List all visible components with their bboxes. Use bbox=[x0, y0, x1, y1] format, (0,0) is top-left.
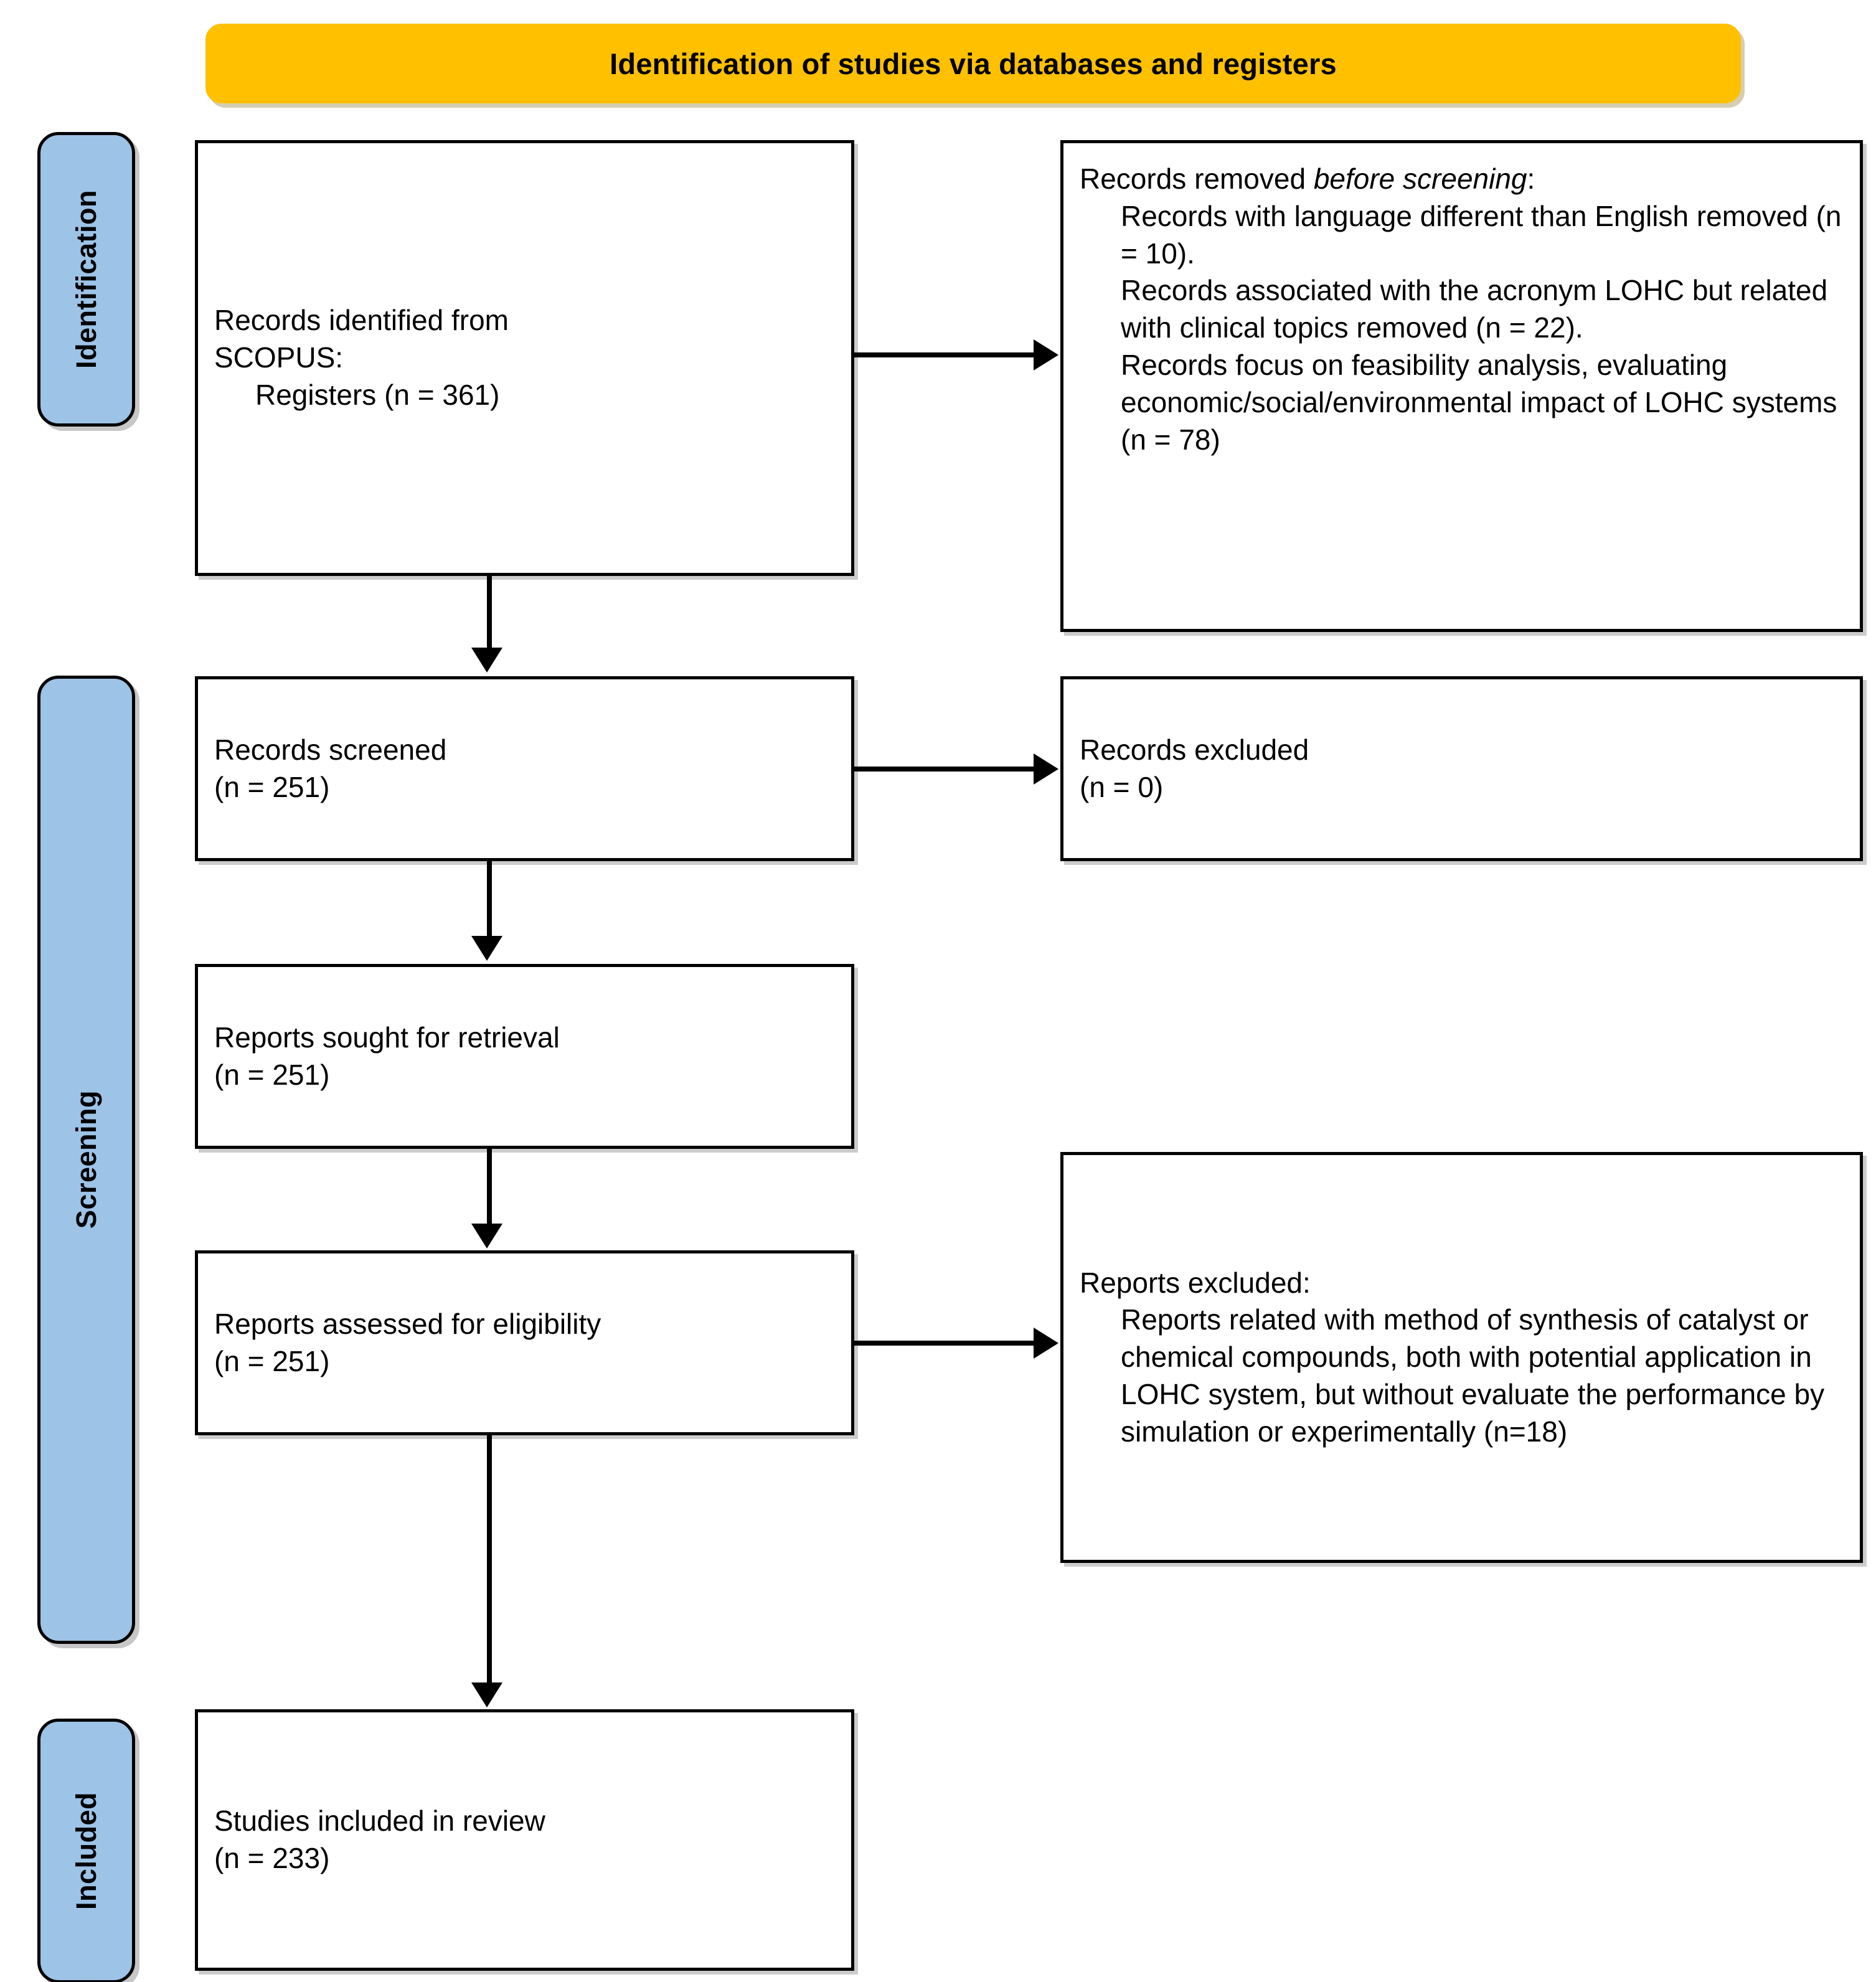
arrow-down-icon-identified-to-screened bbox=[471, 648, 502, 672]
reports-sought-count: (n = 251) bbox=[214, 1058, 330, 1091]
reports-assessed-count: (n = 251) bbox=[214, 1344, 330, 1377]
box-records-screened: Records screened (n = 251) bbox=[195, 676, 854, 861]
diagram-title: Identification of studies via databases … bbox=[610, 47, 1337, 80]
studies-included-count: (n = 233) bbox=[214, 1842, 330, 1874]
stage-label-identification: Identification bbox=[70, 190, 102, 369]
records-screened-line-1: Records screened bbox=[214, 733, 447, 766]
reports-excluded-item-1: Reports related with method of synthesis… bbox=[1121, 1303, 1832, 1448]
connector-screened-to-sought-line bbox=[487, 861, 492, 941]
stage-bar-identification: Identification bbox=[37, 132, 135, 427]
reports-excluded-heading: Reports excluded: bbox=[1080, 1266, 1311, 1299]
records-removed-item-3: Records focus on feasibility analysis, e… bbox=[1121, 348, 1845, 456]
records-excluded-count: (n = 0) bbox=[1080, 770, 1164, 803]
records-removed-item-2: Records associated with the acronym LOHC… bbox=[1121, 274, 1836, 344]
box-reports-assessed-for-eligibility: Reports assessed for eligibility (n = 25… bbox=[195, 1250, 854, 1435]
records-removed-heading: Records removed before screening: bbox=[1080, 161, 1844, 198]
connector-assessed-to-reports-excluded-line bbox=[854, 1341, 1038, 1346]
box-records-identified: Records identified from SCOPUS: Register… bbox=[195, 140, 854, 576]
arrow-right-icon-assessed-to-reports-excluded bbox=[1034, 1328, 1058, 1359]
arrow-down-icon-assessed-to-included bbox=[471, 1682, 502, 1707]
connector-sought-to-assessed-line bbox=[487, 1149, 492, 1229]
box-studies-included-in-review: Studies included in review (n = 233) bbox=[195, 1709, 854, 1971]
arrow-down-icon-screened-to-sought bbox=[471, 936, 502, 961]
records-removed-heading-suffix: : bbox=[1527, 163, 1535, 195]
records-removed-item-1: Records with language different than Eng… bbox=[1121, 199, 1850, 270]
stage-bar-included: Included bbox=[37, 1719, 135, 1982]
connector-assessed-to-included-line bbox=[487, 1435, 492, 1687]
box-reports-sought-for-retrieval: Reports sought for retrieval (n = 251) bbox=[195, 964, 854, 1149]
connector-identified-to-screened-line bbox=[487, 576, 492, 654]
records-identified-line-2: SCOPUS: bbox=[214, 341, 344, 374]
records-removed-heading-italic: before screening bbox=[1313, 163, 1527, 195]
connector-identified-to-removed-line bbox=[854, 352, 1038, 357]
records-identified-line-1: Records identified from bbox=[214, 304, 509, 337]
box-records-excluded: Records excluded (n = 0) bbox=[1060, 676, 1863, 861]
diagram-header-banner: Identification of studies via databases … bbox=[205, 24, 1741, 103]
stage-label-screening: Screening bbox=[70, 1090, 102, 1229]
studies-included-line-1: Studies included in review bbox=[214, 1805, 545, 1838]
records-excluded-line-1: Records excluded bbox=[1080, 733, 1309, 766]
reports-sought-line-1: Reports sought for retrieval bbox=[214, 1021, 560, 1054]
box-reports-excluded: Reports excluded: Reports related with m… bbox=[1060, 1152, 1863, 1563]
arrow-right-icon-identified-to-removed bbox=[1034, 339, 1058, 370]
box-records-removed-before-screening: Records removed before screening: Record… bbox=[1060, 140, 1863, 632]
stage-label-included: Included bbox=[70, 1791, 102, 1910]
arrow-down-icon-sought-to-assessed bbox=[471, 1224, 502, 1248]
arrow-right-icon-screened-to-excluded bbox=[1034, 753, 1058, 785]
reports-assessed-line-1: Reports assessed for eligibility bbox=[214, 1307, 601, 1340]
connector-screened-to-excluded-line bbox=[854, 767, 1038, 772]
records-removed-heading-prefix: Records removed bbox=[1080, 163, 1314, 195]
stage-bar-screening: Screening bbox=[37, 676, 135, 1644]
records-screened-count: (n = 251) bbox=[214, 770, 330, 803]
records-identified-registers: Registers (n = 361) bbox=[255, 378, 500, 411]
